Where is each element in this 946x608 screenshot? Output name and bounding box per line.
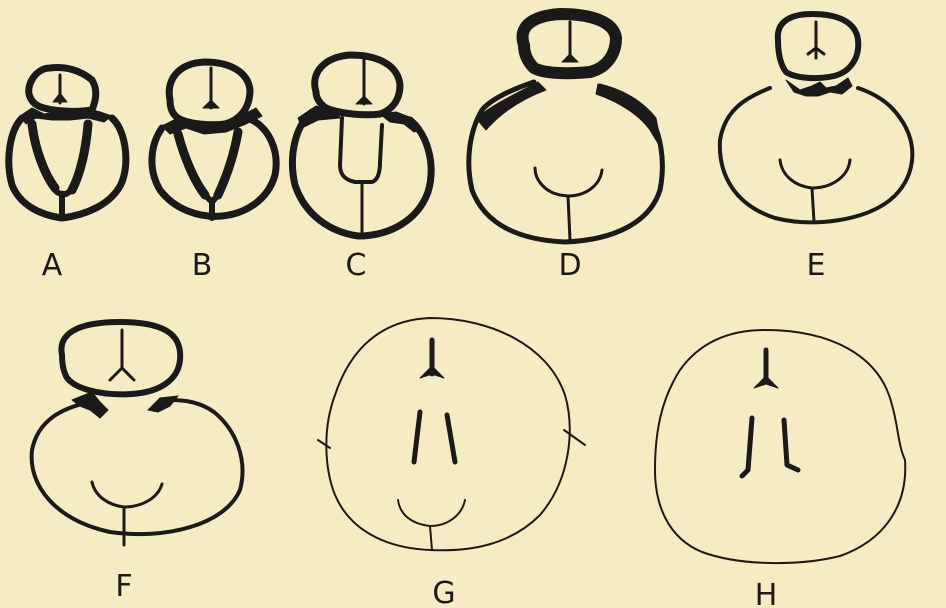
section-b: B (152, 62, 276, 283)
label-g: G (432, 576, 455, 608)
label-h: H (755, 578, 778, 608)
label-f: F (115, 569, 132, 604)
section-d: D (469, 14, 663, 283)
label-e: E (807, 248, 826, 283)
section-h: H (655, 330, 905, 608)
label-d: D (558, 248, 581, 283)
section-f: F (32, 322, 243, 604)
section-a: A (9, 68, 126, 284)
section-c: C (292, 55, 431, 283)
label-a: A (42, 248, 63, 283)
section-e: E (720, 14, 912, 283)
section-g: G (318, 318, 585, 608)
label-b: B (192, 248, 213, 283)
label-c: C (346, 248, 367, 283)
